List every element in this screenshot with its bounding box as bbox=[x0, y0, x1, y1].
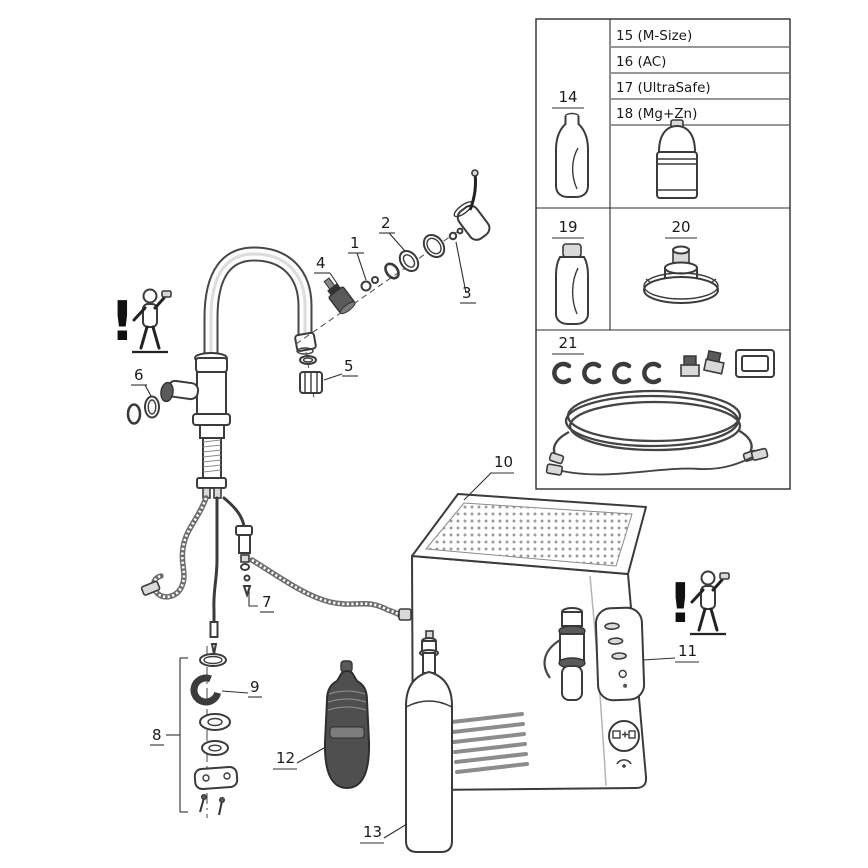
installer-icon bbox=[130, 288, 173, 354]
cooler-dial-button bbox=[608, 720, 640, 768]
cooler-supply-hose bbox=[249, 557, 412, 621]
part-screw-a bbox=[448, 231, 458, 241]
filter-bottle-14 bbox=[555, 112, 589, 198]
part-screw-b bbox=[456, 227, 464, 235]
part-mounting-plate bbox=[193, 766, 239, 790]
cooler-top-perforation bbox=[425, 502, 633, 567]
filter-variant-row-17: 17 (UltraSafe) bbox=[616, 80, 711, 96]
dispenser-tube bbox=[209, 496, 219, 655]
part-5-mousseur bbox=[299, 355, 323, 394]
part-spray-head bbox=[453, 169, 491, 241]
part-screws bbox=[199, 794, 225, 816]
part-7-check-valves bbox=[222, 496, 253, 599]
callout-9: 9 bbox=[250, 678, 260, 696]
panel-cell-14: 14 bbox=[552, 88, 589, 198]
part-small-ring-a bbox=[360, 280, 372, 292]
exclamation-icon: ! bbox=[668, 572, 693, 635]
filter-cartridge-variants bbox=[656, 119, 698, 199]
callout-20: 20 bbox=[671, 218, 690, 236]
callout-2: 2 bbox=[381, 214, 391, 232]
cooler-vents bbox=[450, 712, 529, 774]
part-small-ring-b bbox=[371, 276, 379, 284]
callout-14: 14 bbox=[558, 88, 577, 106]
filter-variant-row-16: 16 (AC) bbox=[616, 54, 666, 70]
couplings-21 bbox=[680, 349, 775, 378]
callout-5: 5 bbox=[344, 357, 354, 375]
hose-coil-21 bbox=[552, 389, 753, 459]
cooler-control-panel bbox=[594, 606, 646, 702]
installer-icon bbox=[688, 570, 731, 636]
filter-variant-row-18: 18 (Mg+Zn) bbox=[616, 106, 697, 122]
part-washer-rubber bbox=[201, 740, 229, 756]
filter-cartridge-12 bbox=[323, 660, 371, 790]
faucet-assembly: 1 2 3 4 5 bbox=[126, 169, 491, 655]
panel-cell-20: 20 bbox=[643, 218, 719, 304]
part-o-ring bbox=[384, 262, 400, 280]
explode-axis bbox=[295, 219, 475, 345]
co2-bottle-13 bbox=[405, 630, 453, 853]
exclamation-icon: ! bbox=[110, 290, 135, 353]
part-washer-1 bbox=[398, 249, 420, 273]
panel-border bbox=[535, 18, 791, 490]
warning-installer-left: ! bbox=[110, 288, 173, 354]
panel-cell-21: 21 bbox=[545, 334, 775, 476]
faucet-spout bbox=[203, 246, 317, 364]
cable-21 bbox=[545, 447, 769, 476]
callout-21: 21 bbox=[558, 334, 577, 352]
callout-11: 11 bbox=[678, 642, 697, 660]
callout-10: 10 bbox=[494, 453, 513, 471]
panel-cell-19: 19 bbox=[552, 218, 589, 325]
co2-regulator bbox=[543, 607, 586, 701]
warning-installer-right: ! bbox=[668, 570, 731, 636]
filter-variant-row-15: 15 (M-Size) bbox=[616, 28, 692, 44]
callout-4: 4 bbox=[316, 254, 326, 272]
callout-8: 8 bbox=[152, 726, 162, 744]
part-washer-flat bbox=[199, 713, 231, 731]
panel-cell-variants: 15 (M-Size) 16 (AC) 17 (UltraSafe) 18 (M… bbox=[611, 28, 789, 199]
cleaning-bottle-19 bbox=[555, 243, 589, 325]
mounting-stack: 8 9 bbox=[150, 646, 262, 818]
callout-13: 13 bbox=[363, 823, 382, 841]
callout-12: 12 bbox=[276, 749, 295, 767]
part-o-ring-top bbox=[199, 653, 227, 667]
hose-end-fitting-left bbox=[548, 452, 565, 465]
callout-3: 3 bbox=[462, 284, 472, 302]
part-9-horseshoe-washer bbox=[190, 674, 222, 706]
callout-7: 7 bbox=[262, 593, 272, 611]
part-washer-2 bbox=[422, 233, 446, 259]
c-clips-21 bbox=[552, 361, 662, 385]
callout-6: 6 bbox=[134, 366, 144, 384]
parts-panel: 14 15 (M-Size) 16 (AC) 17 (UltraSafe) 18… bbox=[535, 18, 791, 490]
part-4-cartridge bbox=[323, 277, 356, 315]
callout-1: 1 bbox=[350, 234, 360, 252]
filter-head-adapter-20 bbox=[643, 245, 719, 304]
callout-19: 19 bbox=[558, 218, 577, 236]
supply-hose-left bbox=[140, 495, 209, 600]
cooler-unit: 10 11 bbox=[411, 453, 699, 791]
part-6-rings bbox=[126, 395, 160, 425]
faucet-handle bbox=[160, 379, 200, 403]
faucet-body bbox=[192, 352, 231, 499]
